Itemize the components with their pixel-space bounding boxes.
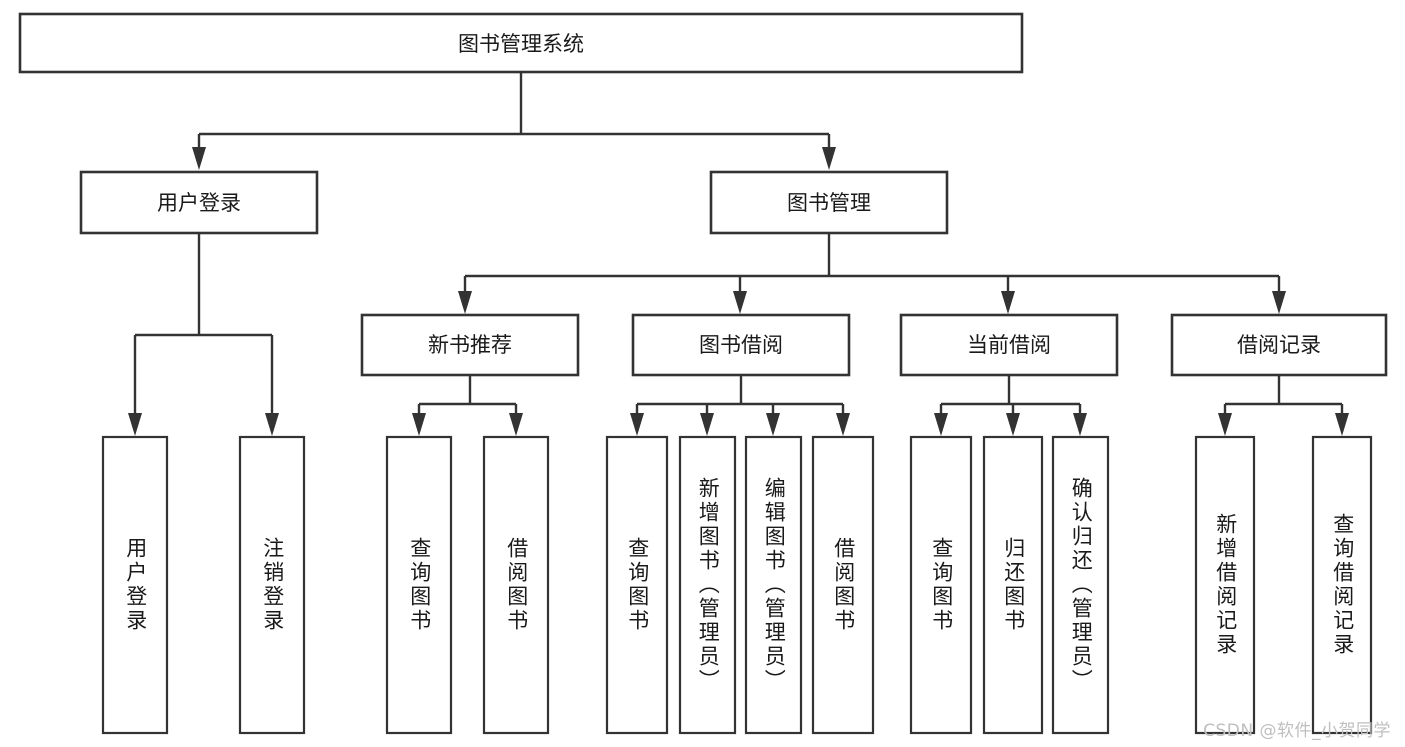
node-book-borrow[interactable]: 图书借阅 bbox=[631, 313, 851, 377]
node-borrow-record[interactable]: 借阅记录 bbox=[1170, 313, 1388, 377]
arrow-head-leaf-query-book-borrow bbox=[630, 413, 644, 436]
node-leaf-borrow-book-box[interactable] bbox=[811, 435, 875, 735]
node-current-borrow[interactable]: 当前借阅 bbox=[899, 313, 1119, 377]
connector-book-manage-to-level-3 bbox=[458, 233, 1286, 314]
node-leaf-query-book-current-box[interactable] bbox=[909, 435, 973, 735]
node-layer: 图书管理系统 用户登录 图书管理 新书推荐 图书借阅 当前 bbox=[18, 12, 1388, 735]
arrow-head-leaf-borrow-book-rec bbox=[509, 413, 523, 436]
node-new-book-recommend-label: 新书推荐 bbox=[428, 333, 512, 357]
node-leaf-add-book-box[interactable] bbox=[678, 435, 737, 735]
node-leaf-logout-box[interactable] bbox=[238, 435, 306, 735]
arrow-head-leaf-logout bbox=[265, 413, 279, 436]
node-book-manage[interactable]: 图书管理 bbox=[709, 170, 949, 235]
node-root-box[interactable] bbox=[18, 12, 1024, 74]
connector-book-borrow-to-leaves bbox=[630, 375, 850, 436]
node-user-login[interactable]: 用户登录 bbox=[79, 170, 319, 235]
connector-new-book-recommend-to-leaves bbox=[412, 375, 523, 436]
arrow-head-leaf-add-record bbox=[1218, 413, 1232, 436]
node-root-label: 图书管理系统 bbox=[458, 32, 584, 56]
node-borrow-record-box[interactable] bbox=[1170, 313, 1388, 377]
arrow-head-leaf-borrow-book bbox=[836, 413, 850, 436]
node-borrow-record-label: 借阅记录 bbox=[1237, 333, 1321, 357]
node-leaf-add-record-box[interactable] bbox=[1194, 435, 1256, 735]
node-current-borrow-label: 当前借阅 bbox=[967, 333, 1051, 357]
node-leaf-edit-book-box[interactable] bbox=[744, 435, 803, 735]
arrow-head-current-borrow bbox=[1001, 291, 1015, 314]
node-leaf-borrow-book-rec-box[interactable] bbox=[482, 435, 550, 735]
node-leaf-user-login-box[interactable] bbox=[101, 435, 169, 735]
arrow-head-leaf-edit-book bbox=[766, 413, 780, 436]
node-new-book-recommend-box[interactable] bbox=[360, 313, 580, 377]
node-leaf-return-book-box[interactable] bbox=[982, 435, 1044, 735]
node-leaf-confirm-return-box[interactable] bbox=[1051, 435, 1110, 735]
node-book-borrow-label: 图书借阅 bbox=[699, 333, 783, 357]
node-leaf-query-book-rec-box[interactable] bbox=[385, 435, 453, 735]
arrow-head-leaf-user-login bbox=[128, 413, 142, 436]
node-book-manage-label: 图书管理 bbox=[787, 191, 871, 215]
arrow-head-borrow-record bbox=[1272, 291, 1286, 314]
node-new-book-recommend[interactable]: 新书推荐 bbox=[360, 313, 580, 377]
node-root[interactable]: 图书管理系统 bbox=[18, 12, 1024, 74]
node-user-login-label: 用户登录 bbox=[157, 191, 241, 215]
node-leaf-query-book-borrow-box[interactable] bbox=[605, 435, 669, 735]
arrow-head-new-book-recommend bbox=[458, 291, 472, 314]
connector-layer bbox=[128, 72, 1349, 436]
connector-borrow-record-to-leaves bbox=[1218, 375, 1349, 436]
connector-root-to-level-2 bbox=[192, 72, 836, 170]
arrow-head-user-login bbox=[192, 147, 206, 170]
arrow-head-leaf-query-book-current bbox=[934, 413, 948, 436]
arrow-head-leaf-return-book bbox=[1006, 413, 1020, 436]
arrow-head-leaf-query-record bbox=[1335, 413, 1349, 436]
arrow-head-leaf-add-book bbox=[700, 413, 714, 436]
connector-user-login-to-leaves bbox=[128, 233, 279, 436]
arrow-head-book-borrow bbox=[733, 291, 747, 314]
node-user-login-box[interactable] bbox=[79, 170, 319, 235]
node-current-borrow-box[interactable] bbox=[899, 313, 1119, 377]
connector-current-borrow-to-leaves bbox=[934, 375, 1087, 436]
node-leaf-query-record-box[interactable] bbox=[1311, 435, 1373, 735]
node-book-borrow-box[interactable] bbox=[631, 313, 851, 377]
arrow-head-leaf-confirm-return bbox=[1073, 413, 1087, 436]
node-book-manage-box[interactable] bbox=[709, 170, 949, 235]
csdn-watermark: CSDN @软件_小贺同学 bbox=[1203, 721, 1391, 741]
arrow-head-book-manage bbox=[822, 147, 836, 170]
leaf-box-layer bbox=[101, 435, 1373, 735]
arrow-head-leaf-query-book-rec bbox=[412, 413, 426, 436]
